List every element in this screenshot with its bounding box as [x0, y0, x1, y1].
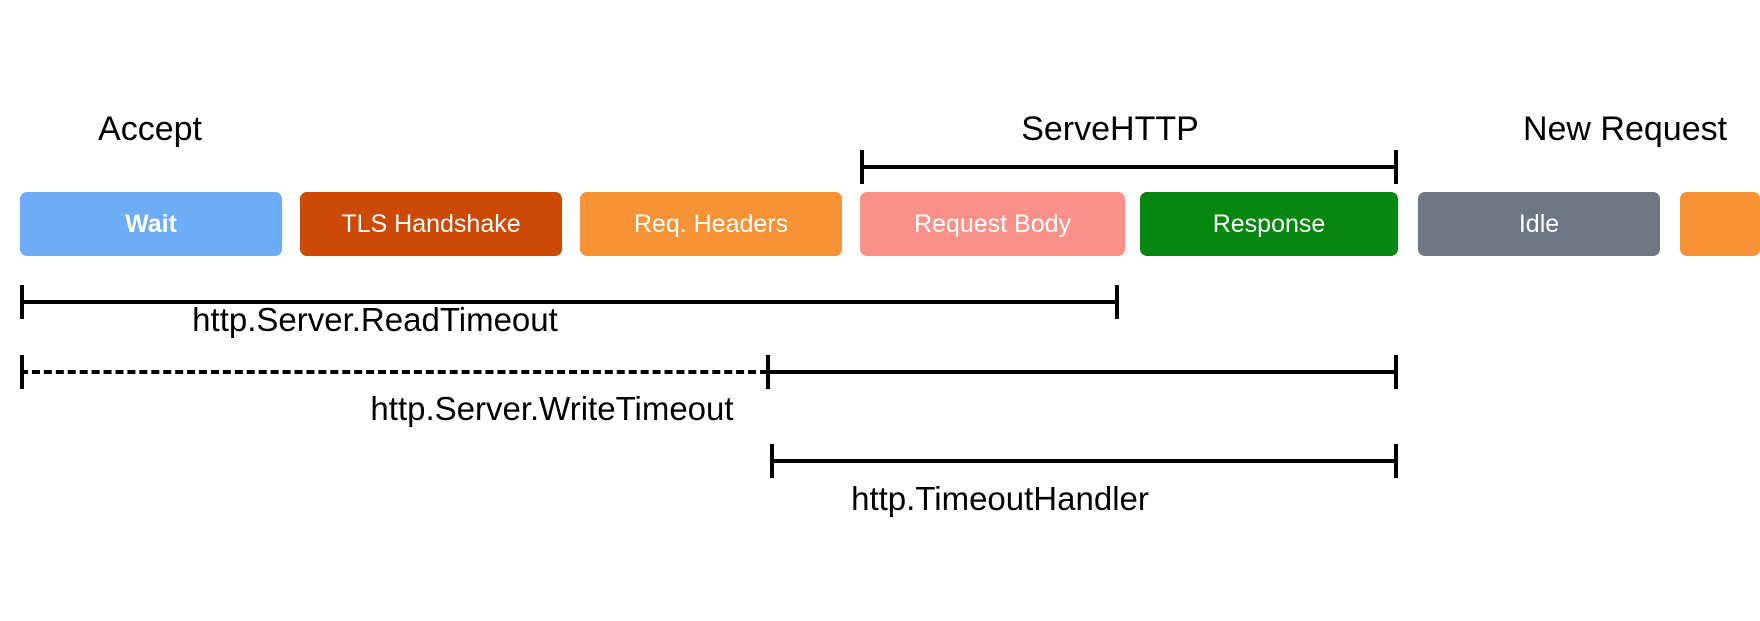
phase-label: Req. Headers	[633, 209, 789, 238]
group-label-new-request: New Request	[1522, 110, 1728, 148]
bracket-cap-right	[1394, 150, 1398, 184]
phase-box-req-headers[interactable]: Req. Headers	[580, 192, 842, 256]
bracket-bar	[770, 459, 1398, 463]
phase-box-next-request-stub[interactable]	[1680, 192, 1760, 256]
group-label-servehttp: ServeHTTP	[1021, 110, 1199, 148]
read-timeout-label: http.Server.ReadTimeout	[192, 301, 558, 338]
phase-label: Wait	[125, 209, 177, 238]
write-timeout-label: http.Server.WriteTimeout	[370, 390, 734, 427]
timeout-handler-label: http.TimeoutHandler	[851, 480, 1149, 517]
bracket-cap-right	[1394, 355, 1398, 389]
bracket-bar-solid	[768, 370, 1398, 374]
phase-box-idle[interactable]: Idle	[1418, 192, 1660, 256]
bracket-cap-right	[1115, 285, 1119, 319]
phase-box-response[interactable]: Response	[1140, 192, 1398, 256]
phase-label: TLS Handshake	[341, 209, 521, 238]
phase-label: Response	[1212, 209, 1326, 238]
phase-label: Request Body	[913, 209, 1072, 238]
bracket-bar-dashed	[20, 370, 768, 374]
bracket-cap-mid	[766, 355, 770, 389]
group-label-accept: Accept	[98, 110, 202, 148]
bracket-bar	[860, 165, 1398, 169]
read-timeout-bracket	[20, 285, 1119, 319]
servehttp-bracket	[860, 150, 1398, 184]
phase-box-wait[interactable]: Wait	[20, 192, 282, 256]
timeout-handler-bracket	[770, 444, 1398, 478]
phase-box-tls-handshake[interactable]: TLS Handshake	[300, 192, 562, 256]
phase-box-request-body[interactable]: Request Body	[860, 192, 1125, 256]
bracket-bar	[20, 300, 1119, 304]
phase-label: Idle	[1518, 209, 1560, 238]
write-timeout-bracket	[20, 355, 1398, 389]
bracket-cap-right	[1394, 444, 1398, 478]
